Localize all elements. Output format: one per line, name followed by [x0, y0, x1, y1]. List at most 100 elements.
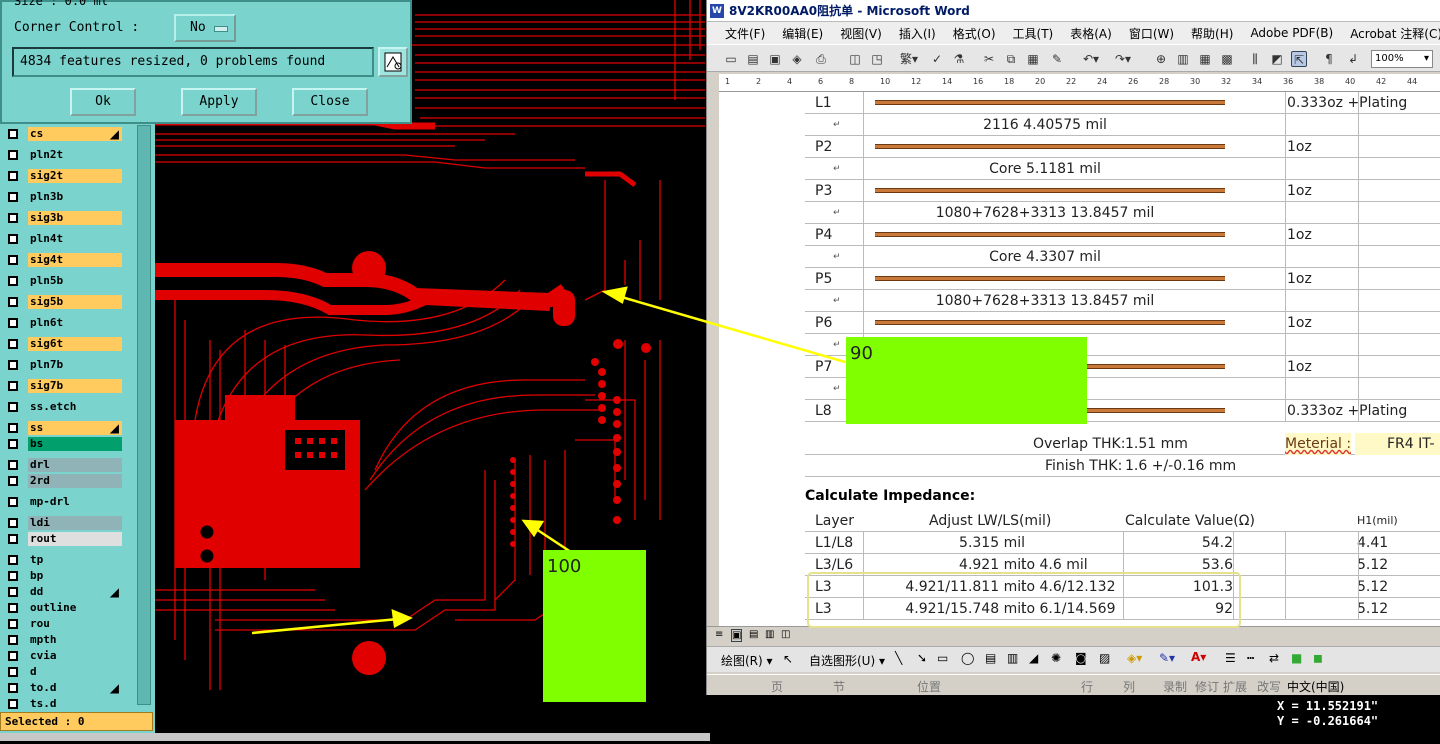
select-objects-icon[interactable]: ↖	[783, 652, 794, 666]
picture-icon[interactable]: ▨	[1099, 651, 1111, 665]
cut-icon[interactable]: ✂	[983, 52, 995, 66]
layer-name[interactable]: bp	[28, 568, 122, 583]
layer-name[interactable]: sig6t	[28, 336, 122, 351]
permission-icon[interactable]: ◈	[792, 52, 802, 66]
layer-scrollbar[interactable]	[137, 125, 151, 705]
layer-row[interactable]: 2rd	[6, 473, 122, 488]
layer-name[interactable]: ss	[28, 420, 122, 435]
layer-row[interactable]: sig4t	[6, 252, 122, 267]
layer-checkbox[interactable]	[6, 552, 20, 567]
layer-checkbox[interactable]	[6, 494, 20, 509]
layer-row[interactable]: mpth	[6, 632, 122, 647]
layer-row[interactable]: ss.etch	[6, 399, 122, 414]
corner-control-dropdown[interactable]: No	[174, 14, 236, 42]
columns-icon[interactable]: ⫼	[1252, 52, 1258, 66]
layer-row[interactable]: pln6t	[6, 315, 122, 330]
print-preview-icon[interactable]: ◫	[849, 52, 861, 66]
layer-name[interactable]: bs	[28, 436, 122, 451]
layer-name[interactable]: pln7b	[28, 357, 122, 372]
layer-name[interactable]: sig3b	[28, 210, 122, 225]
menu-item[interactable]: 表格(A)	[1070, 26, 1112, 41]
menu-item[interactable]: 工具(T)	[1012, 26, 1054, 41]
line-color-icon[interactable]: ✎▾	[1159, 651, 1176, 665]
layer-name[interactable]: pln5b	[28, 273, 122, 288]
layer-checkbox[interactable]	[6, 378, 20, 393]
zoom-select[interactable]: 100%▾	[1371, 50, 1433, 68]
layer-row[interactable]: drl	[6, 457, 122, 472]
layer-row[interactable]: outline	[6, 600, 122, 615]
preview-icon[interactable]: ◳	[871, 52, 883, 66]
layer-row[interactable]: rou	[6, 616, 122, 631]
layer-checkbox[interactable]	[6, 664, 20, 679]
rectangle-icon[interactable]: ▭	[937, 651, 949, 665]
layer-row[interactable]: pln7b	[6, 357, 122, 372]
oval-icon[interactable]: ◯	[961, 651, 975, 665]
line-icon[interactable]: ╲	[895, 651, 903, 665]
arrow-style-icon[interactable]: ⇄	[1269, 651, 1280, 665]
layer-row[interactable]: bs	[6, 436, 122, 451]
menu-item[interactable]: 文件(F)	[725, 26, 766, 41]
layer-name[interactable]: sig2t	[28, 168, 122, 183]
layer-checkbox[interactable]	[6, 126, 20, 141]
format-painter-icon[interactable]: ✎	[1051, 52, 1063, 66]
layer-checkbox[interactable]	[6, 315, 20, 330]
layer-checkbox[interactable]	[6, 648, 20, 663]
menu-item[interactable]: 插入(I)	[898, 26, 936, 41]
read-icon[interactable]: ↲	[1347, 52, 1359, 66]
reading-view-icon[interactable]: ◫	[781, 629, 791, 640]
print-view-icon[interactable]: ▤	[749, 629, 759, 640]
menu-item[interactable]: Adobe PDF(B)	[1250, 26, 1334, 40]
arrow-icon[interactable]: ➘	[917, 651, 928, 665]
layer-row[interactable]: pln5b	[6, 273, 122, 288]
layer-checkbox[interactable]	[6, 210, 20, 225]
copy-icon[interactable]: ⧉	[1006, 52, 1016, 66]
layer-checkbox[interactable]	[6, 600, 20, 615]
normal-view-icon[interactable]: ≡	[715, 629, 724, 640]
3d-icon[interactable]: ◼	[1313, 651, 1323, 665]
paste-icon[interactable]: ▦	[1027, 52, 1039, 66]
menu-item[interactable]: 格式(O)	[952, 26, 996, 41]
layer-checkbox[interactable]	[6, 231, 20, 246]
close-button[interactable]: Close	[292, 88, 368, 116]
layer-name[interactable]: mpth	[28, 632, 122, 647]
diagram-icon[interactable]: ✺	[1051, 651, 1062, 665]
document-map-icon[interactable]: ⇱	[1291, 51, 1307, 67]
save-icon[interactable]: ▣	[769, 52, 781, 66]
layer-checkbox[interactable]	[6, 420, 20, 435]
layer-name[interactable]: 2rd	[28, 473, 122, 488]
layer-name[interactable]: d	[28, 664, 122, 679]
layer-row[interactable]: ts.d	[6, 696, 122, 711]
drawing-icon[interactable]: ◩	[1271, 52, 1283, 66]
layer-name[interactable]: sig5b	[28, 294, 122, 309]
textbox-icon[interactable]: ▤	[985, 651, 997, 665]
layer-checkbox[interactable]	[6, 436, 20, 451]
hyperlink-icon[interactable]: ⊕	[1155, 52, 1167, 66]
layer-row[interactable]: rout	[6, 531, 122, 546]
layer-name[interactable]: ldi	[28, 515, 122, 530]
layer-checkbox[interactable]	[6, 294, 20, 309]
shadow-icon[interactable]: ■	[1291, 651, 1303, 665]
layer-name[interactable]: sig7b	[28, 378, 122, 393]
layer-checkbox[interactable]	[6, 515, 20, 530]
layer-name[interactable]: pln3b	[28, 189, 122, 204]
apply-button[interactable]: Apply	[181, 88, 257, 116]
research-icon[interactable]: ⚗	[953, 52, 965, 66]
new-document-icon[interactable]: ▭	[725, 52, 737, 66]
menu-item[interactable]: Acrobat 注释(C)	[1350, 26, 1440, 41]
layer-row[interactable]: pln3b	[6, 189, 122, 204]
layer-row[interactable]: pln4t	[6, 231, 122, 246]
layer-row[interactable]: sig3b	[6, 210, 122, 225]
dash-style-icon[interactable]: ┅	[1247, 651, 1255, 665]
layer-checkbox[interactable]	[6, 632, 20, 647]
layer-row[interactable]: ss◢	[6, 420, 122, 435]
layer-name[interactable]: dd	[28, 584, 122, 599]
fill-color-icon[interactable]: ◈▾	[1127, 651, 1143, 665]
vertical-textbox-icon[interactable]: ▥	[1007, 651, 1019, 665]
clipart-icon[interactable]: ◙	[1075, 651, 1087, 665]
font-color-icon[interactable]: A▾	[1191, 650, 1207, 664]
menu-item[interactable]: 帮助(H)	[1191, 26, 1234, 41]
outline-view-icon[interactable]: ▥	[765, 629, 775, 640]
layer-name[interactable]: pln4t	[28, 231, 122, 246]
layer-checkbox[interactable]	[6, 473, 20, 488]
layer-name[interactable]: pln6t	[28, 315, 122, 330]
